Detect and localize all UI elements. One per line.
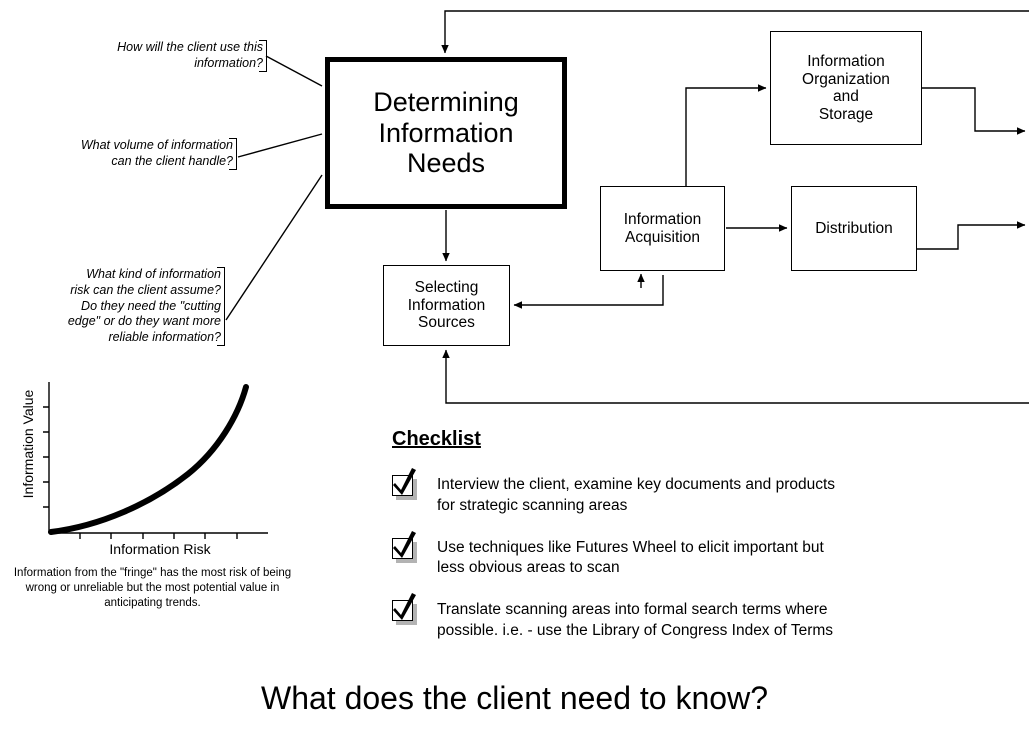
checklist-item[interactable]: Translate scanning areas into formal sea…: [392, 593, 952, 642]
box-selecting-label: Selecting Information Sources: [407, 279, 486, 332]
chart-curve: [48, 384, 249, 535]
box-information-acquisition[interactable]: Information Acquisition: [600, 186, 725, 271]
box-distribution-label: Distribution: [815, 219, 893, 237]
information-risk-value-chart: Information Value Information Risk: [10, 378, 295, 593]
box-information-organization-label: Information Organization and Storage: [802, 53, 890, 123]
box-selecting-information-sources[interactable]: Selecting Information Sources: [383, 265, 510, 346]
box-information-acquisition-label: Information Acquisition: [623, 211, 702, 246]
checklist-item-text: Use techniques like Futures Wheel to eli…: [437, 538, 824, 577]
chart-y-ticks: [43, 406, 49, 508]
leader-use: [265, 55, 323, 87]
box-determining-information-needs[interactable]: Determining Information Needs: [325, 57, 567, 209]
checklist-item[interactable]: Use techniques like Futures Wheel to eli…: [392, 530, 952, 580]
wire-distribution-out: [917, 221, 1026, 250]
checklist-item-text: Translate scanning areas into formal sea…: [437, 601, 834, 639]
bottom-question-title: What does the client need to know?: [261, 680, 768, 716]
chart-x-ticks: [79, 533, 238, 539]
annotation-how-will-client-use: How will the client use this information…: [95, 40, 267, 72]
box-determining-label: Determining Information Needs: [373, 87, 519, 179]
box-information-organization-and-storage[interactable]: Information Organization and Storage: [770, 31, 922, 145]
checkbox-checked-icon[interactable]: [392, 530, 417, 563]
checkbox-checked-icon[interactable]: [392, 593, 417, 626]
leader-volume: [237, 133, 323, 158]
chart-y-axis-label: Information Value: [20, 389, 36, 499]
annotation-what-volume-of-information: What volume of information can the clien…: [55, 138, 237, 170]
checklist-section: Checklist Interview the client, examine …: [392, 428, 952, 661]
chart-x-axis-label: Information Risk: [109, 541, 211, 557]
leader-risk: [225, 174, 323, 321]
box-distribution[interactable]: Distribution: [791, 186, 917, 271]
annotation-what-kind-of-information-risk: What kind of information risk can the cl…: [60, 267, 225, 346]
checkmark-icon: [393, 468, 416, 495]
wire-acq-to-selecting: [513, 275, 664, 309]
chart-caption: Information from the "fringe" has the mo…: [13, 567, 292, 609]
wire-acq-to-org: [685, 84, 767, 186]
wire-bottom-return: [442, 349, 1029, 404]
chart-plot: [43, 382, 268, 539]
checklist-title: Checklist: [392, 428, 481, 450]
checkmark-icon: [393, 530, 416, 558]
checkbox-checked-icon[interactable]: [392, 468, 417, 500]
checkmark-icon: [393, 593, 416, 621]
wire-top-return: [441, 10, 1029, 54]
checklist-item[interactable]: Interview the client, examine key docume…: [392, 468, 952, 517]
checklist-item-text: Interview the client, examine key docume…: [437, 476, 836, 514]
wire-org-out: [922, 87, 1026, 135]
